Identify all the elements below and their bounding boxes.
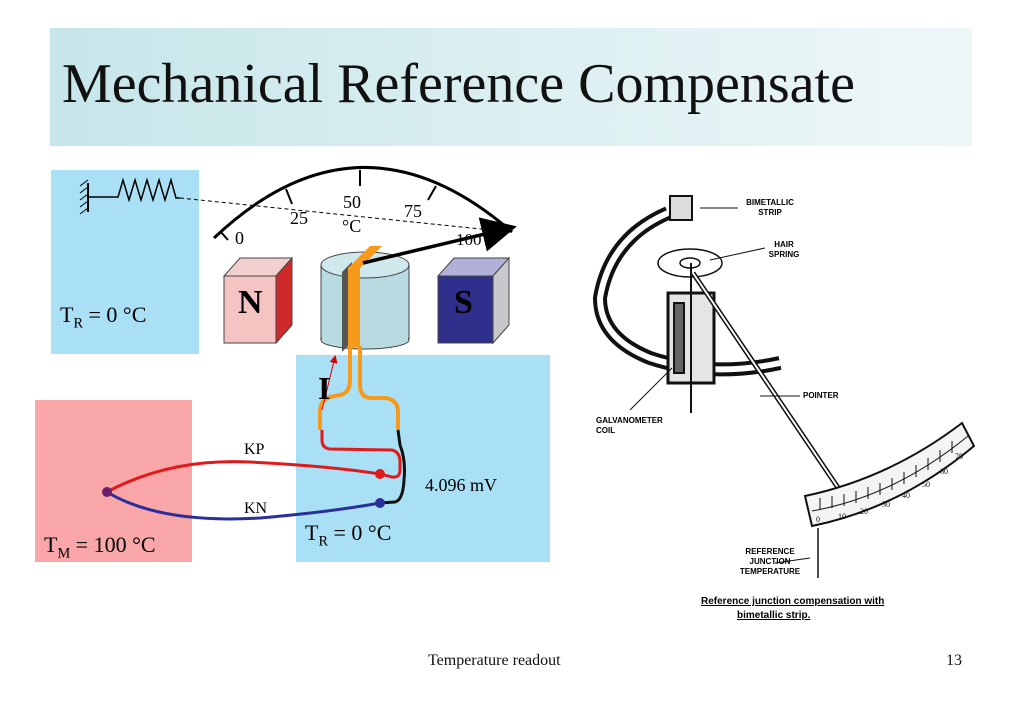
reference-temp-bottom: TR = 0 °C bbox=[305, 520, 392, 550]
kn-wire-label: KN bbox=[244, 500, 268, 517]
current-label: I bbox=[318, 370, 331, 406]
measurement-junction bbox=[102, 487, 112, 497]
tick-label-75: 75 bbox=[404, 201, 422, 221]
reference-temp-top: TR = 0 °C bbox=[60, 302, 147, 332]
illustration-caption-line1: Reference junction compensation with bbox=[701, 596, 885, 607]
kp-wire bbox=[106, 460, 381, 494]
illustration-caption-line2: bimetallic strip. bbox=[737, 610, 811, 621]
thermocouple-diagram bbox=[79, 166, 517, 521]
tick-label-0: 0 bbox=[235, 228, 244, 248]
reference-box-top bbox=[51, 170, 199, 354]
measure-temp: TM = 100 °C bbox=[44, 532, 156, 562]
scale-number-30: 30 bbox=[882, 500, 890, 509]
tick-label-25: 25 bbox=[290, 208, 308, 228]
gauge-dial bbox=[212, 166, 513, 241]
tick-label-50: 50 bbox=[343, 192, 361, 212]
scale-number-70: 70 bbox=[955, 452, 963, 461]
label-bimetallic-strip: BIMETALLIC STRIP bbox=[746, 198, 794, 217]
footer-text: Temperature readout bbox=[428, 652, 561, 669]
kp-wire-label: KP bbox=[244, 441, 265, 458]
scale-number-20: 20 bbox=[860, 507, 868, 516]
voltage-readout: 4.096 mV bbox=[425, 475, 497, 495]
south-magnet-label: S bbox=[454, 284, 473, 321]
label-pointer: POINTER bbox=[803, 391, 839, 400]
scale-number-50: 50 bbox=[922, 480, 930, 489]
reference-junction-kn bbox=[375, 498, 385, 508]
gauge-pointer bbox=[362, 217, 517, 265]
bimetallic-strip-illustration: 0 10 20 30 40 50 60 70 bbox=[592, 195, 976, 578]
label-galvanometer-coil: GALVANOMETER COIL bbox=[596, 416, 663, 435]
scale-number-10: 10 bbox=[838, 512, 846, 521]
south-magnet bbox=[436, 256, 511, 345]
slide-title: Mechanical Reference Compensate bbox=[62, 53, 855, 115]
scale-number-0: 0 bbox=[816, 515, 820, 524]
scale-number-40: 40 bbox=[902, 491, 910, 500]
copper-lead-black bbox=[379, 429, 406, 505]
label-reference-junction: REFERENCE JUNCTION TEMPERATURE bbox=[739, 547, 801, 576]
scale-number-60: 60 bbox=[940, 467, 948, 476]
gauge-unit: °C bbox=[342, 216, 362, 236]
page-number: 13 bbox=[946, 652, 962, 669]
label-hair-spring: HAIR SPRING bbox=[768, 240, 800, 259]
kn-wire bbox=[106, 490, 381, 521]
tick-label-100: 100 bbox=[456, 230, 482, 249]
reference-junction-kp bbox=[375, 469, 385, 479]
current-arrow bbox=[321, 355, 338, 411]
title-band bbox=[50, 28, 972, 146]
copper-lead-red bbox=[320, 430, 402, 479]
galvanometer-drum bbox=[320, 246, 410, 352]
hair-spring bbox=[79, 177, 511, 233]
reference-box-bottom bbox=[296, 355, 550, 562]
north-magnet bbox=[222, 256, 294, 345]
measure-box bbox=[35, 400, 192, 562]
north-magnet-label: N bbox=[238, 284, 263, 321]
